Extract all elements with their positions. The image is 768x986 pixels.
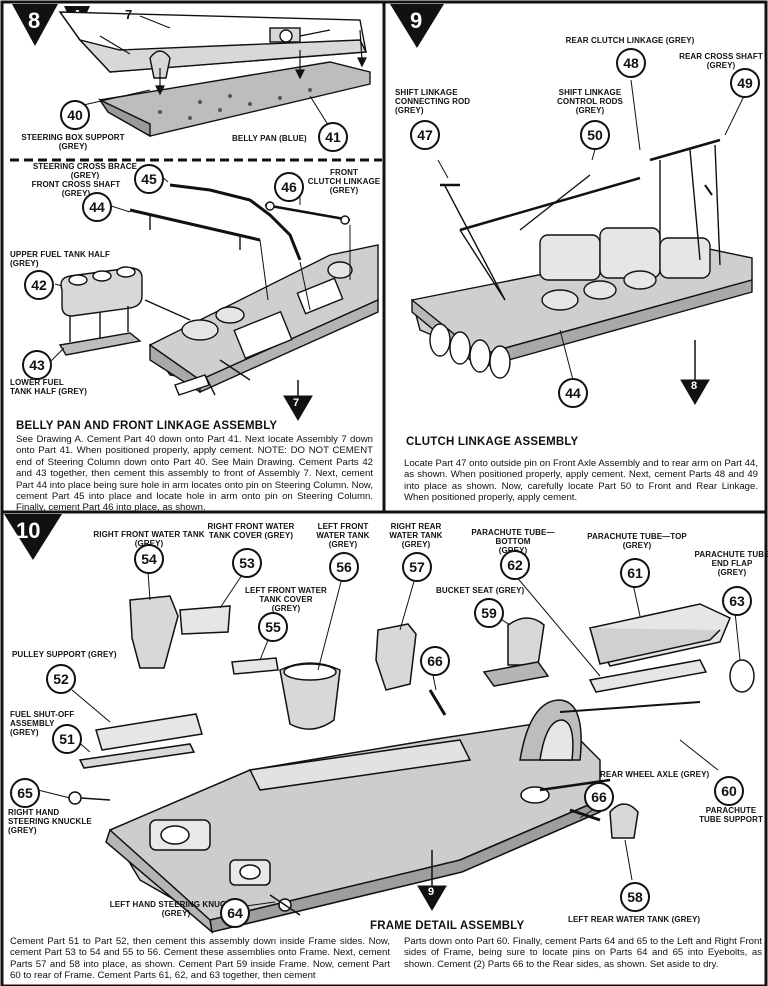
part-47-callout: 47: [410, 120, 440, 150]
part-66b-callout: 66: [584, 782, 614, 812]
step-9-instructions: Locate Part 47 onto outside pin on Front…: [404, 458, 758, 504]
part-48-callout: 48: [616, 48, 646, 78]
part-57-label: RIGHT REAR WATER TANK (GREY): [389, 522, 443, 549]
part-54-callout: 54: [134, 544, 164, 574]
part-40-callout: 40: [60, 100, 90, 130]
part-51-label: FUEL SHUT-OFF ASSEMBLY (GREY): [10, 710, 75, 737]
part-44-callout-step9: 44: [558, 378, 588, 408]
part-46-callout: 46: [274, 172, 304, 202]
part-45-callout: 45: [134, 164, 164, 194]
part-51-callout: 51: [52, 724, 82, 754]
belly-pan-41-drawing: [98, 61, 371, 138]
step-8-number: 8: [28, 8, 41, 33]
part-58-callout: 58: [620, 882, 650, 912]
part-43-label: LOWER FUEL TANK HALF (GREY): [10, 378, 87, 396]
part-49-callout: 49: [730, 68, 760, 98]
part-65-callout: 65: [10, 778, 40, 808]
step-10-instructions-right: Parts down onto Part 60. Finally, cement…: [404, 936, 762, 970]
part-60-callout: 60: [714, 776, 744, 806]
step-10-badge: 10: [4, 514, 64, 560]
part-63-label: PARACHUTE TUBE END FLAP (GREY): [694, 550, 768, 577]
part-50-callout: 50: [580, 120, 610, 150]
part-49-label: REAR CROSS SHAFT (GREY): [679, 52, 763, 70]
part-55-callout: 55: [258, 612, 288, 642]
part-59-callout: 59: [474, 598, 504, 628]
part-65-label: RIGHT HAND STEERING KNUCKLE (GREY): [8, 808, 92, 835]
part-40-label: STEERING BOX SUPPORT (GREY): [21, 133, 125, 151]
part-57-callout: 57: [402, 552, 432, 582]
step-8-illustration: [49, 11, 379, 421]
part-63-callout: 63: [722, 586, 752, 616]
step-9-number: 9: [410, 8, 423, 33]
frame-front-linkage-drawing: [58, 183, 379, 396]
part-55-label: LEFT FRONT WATER TANK COVER (GREY): [245, 586, 327, 613]
step-8-instructions: See Drawing A. Cement Part 40 down onto …: [16, 434, 373, 514]
part-44-label: FRONT CROSS SHAFT (GREY): [31, 180, 121, 198]
part-61-label: PARACHUTE TUBE—TOP (GREY): [587, 532, 687, 550]
part-41-callout: 41: [318, 122, 348, 152]
step-9-badge: 9: [390, 4, 446, 48]
step-10-instructions-left: Cement Part 51 to Part 52, then cement t…: [10, 936, 390, 982]
assembly-7-bottom-ref: 7: [293, 397, 300, 409]
part-61-callout: 61: [620, 558, 650, 588]
assembly-9-ref: 9: [428, 886, 435, 898]
part-64-callout: 64: [220, 898, 250, 928]
part-56-label: LEFT FRONT WATER TANK (GREY): [316, 522, 370, 549]
assembly-7-arrow: [283, 380, 313, 421]
part-53-callout: 53: [232, 548, 262, 578]
step-10-number: 10: [16, 518, 41, 543]
part-56-callout: 56: [329, 552, 359, 582]
step-8-heading: BELLY PAN AND FRONT LINKAGE ASSEMBLY: [16, 420, 278, 432]
assembly-8-ref: 8: [691, 380, 698, 392]
part-43-callout: 43: [22, 350, 52, 380]
part-44-callout: 44: [82, 192, 112, 222]
part-42-label: UPPER FUEL TANK HALF (GREY): [10, 250, 110, 268]
part-53-label: RIGHT FRONT WATER TANK COVER (GREY): [207, 522, 295, 540]
part-59-label: BUCKET SEAT (GREY): [436, 586, 525, 595]
step-10-heading: FRAME DETAIL ASSEMBLY: [370, 920, 525, 932]
part-48-label: REAR CLUTCH LINKAGE (GREY): [565, 36, 695, 45]
part-58-label: LEFT REAR WATER TANK (GREY): [568, 915, 701, 924]
part-47-label: SHIFT LINKAGE CONNECTING ROD (GREY): [395, 88, 471, 115]
part-46-label: FRONT CLUTCH LINKAGE (GREY): [307, 168, 381, 195]
part-62-callout: 62: [500, 550, 530, 580]
part-45-label: STEERING CROSS BRACE (GREY): [32, 162, 138, 180]
part-41-label: BELLY PAN (BLUE): [232, 134, 307, 143]
assembly-7-top-ref: 7: [125, 7, 133, 22]
part-54-label: RIGHT FRONT WATER TANK (GREY): [93, 530, 205, 548]
part-60-label: PARACHUTE TUBE SUPPORT: [699, 806, 763, 824]
assembly-7-chassis-drawing: [58, 11, 368, 79]
part-50-label: SHIFT LINKAGE CONTROL RODS (GREY): [557, 88, 623, 115]
rear-wheel-axle-label: REAR WHEEL AXLE (GREY): [600, 770, 710, 779]
step-9-heading: CLUTCH LINKAGE ASSEMBLY: [406, 436, 579, 448]
part-66a-callout: 66: [420, 646, 450, 676]
part-42-callout: 42: [24, 270, 54, 300]
part-52-label: PULLEY SUPPORT (GREY): [12, 650, 117, 659]
part-52-callout: 52: [46, 664, 76, 694]
